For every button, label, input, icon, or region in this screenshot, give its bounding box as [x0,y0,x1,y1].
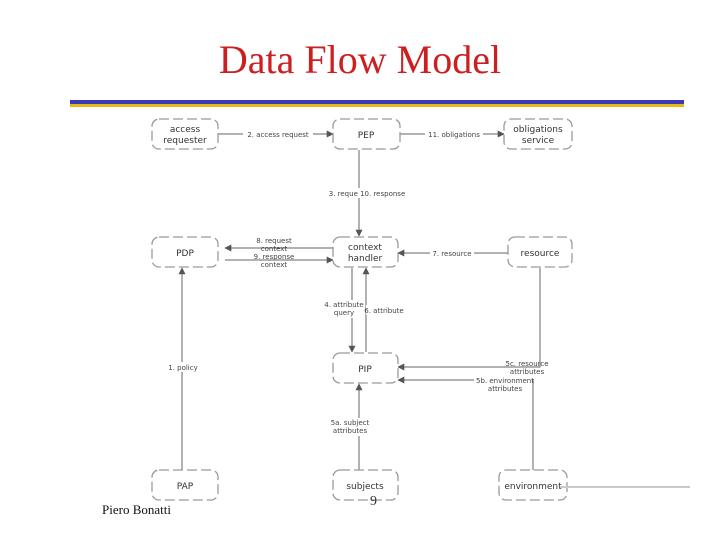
label-response-context-line1: 9. response [254,253,295,261]
label-request-response: 3. reque 10. response [329,190,406,198]
obligations-service-line1: obligations [513,125,563,135]
subjects-label: subjects [346,482,384,492]
label-response-context-line2: context [261,261,288,269]
obligations-service-line2: service [522,136,555,146]
label-attribute-query-line1: 4. attribute [324,301,363,309]
context-handler-line2: handler [348,254,383,264]
footer-author: Piero Bonatti [102,502,171,517]
label-policy: 1. policy [168,364,198,372]
page-number: 9 [370,494,377,509]
label-attribute-query-line2: query [334,309,354,317]
label-obligations: 11. obligations [428,131,480,139]
title-rule-blue [70,100,684,104]
access-requester-line1: access [170,125,201,135]
resource-label: resource [521,249,560,259]
label-request-context-line2: context [261,245,288,253]
node-pep: PEP [332,118,401,150]
label-subject-attributes-line1: 5a. subject [331,419,370,427]
node-pap: PAP [151,469,219,501]
edge-environment-attributes [397,376,534,470]
node-subjects: subjects [332,469,399,501]
pep-label: PEP [358,131,375,141]
label-environment-attributes-line1: 5b. environment [476,377,534,385]
label-subject-attributes-line2: attributes [333,427,368,435]
label-access-request: 2. access request [247,131,309,139]
slide-title: Data Flow Model [218,37,502,82]
node-pdp: PDP [151,236,219,268]
footer-rule [560,486,690,488]
label-attribute: 6. attribute [364,307,403,315]
label-environment-attributes-line2: attributes [488,385,523,393]
node-context-handler: context handler [332,236,399,268]
node-access-requester: access requester [151,118,219,150]
context-handler-line1: context [348,243,382,253]
access-requester-line2: requester [163,136,207,146]
label-resource-attributes-line1: 5c. resource [505,360,548,368]
edge-resource-attributes [397,268,541,371]
node-pip: PIP [332,352,399,384]
label-request-context-line1: 8. request [256,237,292,245]
node-resource: resource [507,236,573,268]
pap-label: PAP [177,482,194,492]
environment-label: environment [504,482,562,492]
label-resource-attributes-line2: attributes [510,368,545,376]
pdp-label: PDP [176,249,194,259]
pip-label: PIP [358,365,372,375]
title-rule-gold [70,104,684,107]
node-obligations-service: obligations service [503,118,573,150]
edge-labels: 2. access request 11. obligations 3. req… [168,129,549,436]
label-resource: 7. resource [432,250,471,258]
node-environment: environment [498,469,568,501]
